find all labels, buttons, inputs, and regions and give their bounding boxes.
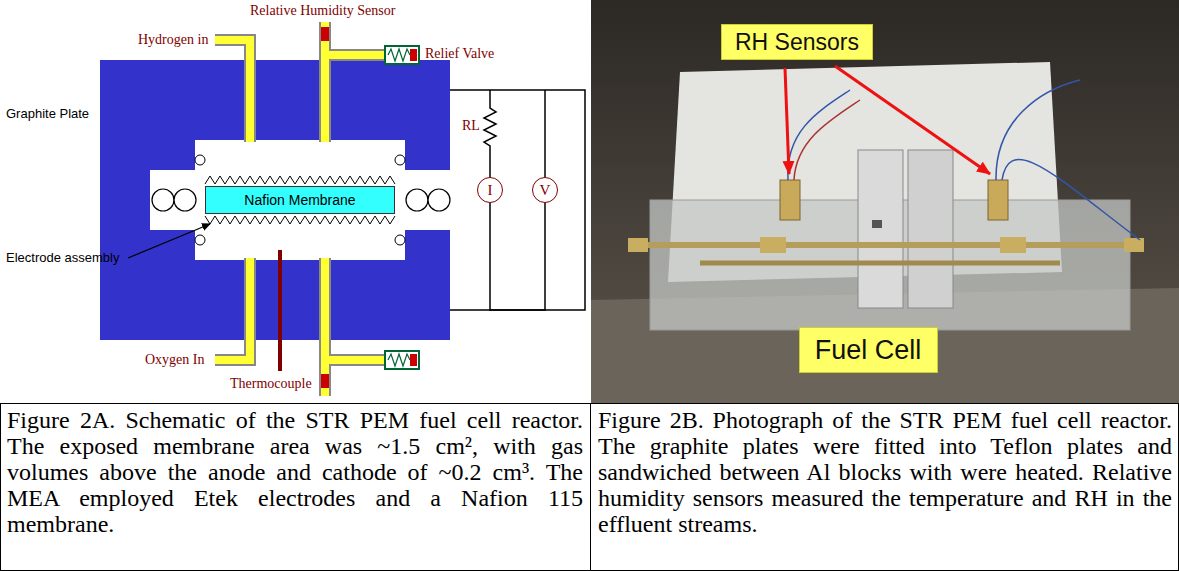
seal-ring — [195, 235, 205, 245]
tube-fitting — [628, 238, 648, 252]
gas-pipe — [215, 258, 250, 360]
gas-pipe — [325, 22, 385, 142]
seal-ring — [395, 155, 405, 165]
node-text: I — [488, 182, 493, 199]
o-ring — [406, 189, 428, 211]
part-label: Relative Humidity Sensor — [250, 3, 395, 19]
gas-pipe — [325, 258, 385, 396]
sensor-wire — [794, 100, 860, 180]
circuit-wire — [490, 203, 545, 310]
gas-pipe — [215, 258, 250, 360]
aluminium-block — [858, 150, 903, 308]
o-ring — [152, 189, 174, 211]
seal-ring — [395, 235, 405, 245]
valve-seat — [410, 354, 417, 366]
seal-ring — [195, 155, 205, 165]
part-label: Electrode assembly — [6, 250, 119, 265]
pointer-arrow — [835, 66, 990, 174]
brass-tube — [628, 242, 1142, 248]
tube-fitting — [760, 237, 786, 253]
table-border — [590, 404, 591, 571]
circuit-wire — [450, 90, 585, 310]
part-label: Relief Valve — [425, 46, 494, 62]
ammeter-circle: I — [477, 177, 503, 203]
part-label: Hydrogen in — [138, 32, 208, 48]
node-text: RH Sensors — [735, 29, 859, 56]
part-label: Oxygen In — [145, 352, 205, 368]
rh-sensor — [321, 27, 329, 41]
photo-background — [591, 0, 1179, 403]
figure-caption: Figure 2B. Photograph of the STR PEM fue… — [598, 407, 1172, 537]
gas-pipe — [215, 40, 250, 142]
o-ring — [174, 189, 196, 211]
gas-pipe — [215, 40, 250, 142]
node-text: V — [540, 182, 551, 199]
tube-fitting — [1000, 237, 1026, 253]
part-label: Graphite Plate — [6, 106, 89, 121]
circuit-wire — [544, 90, 546, 177]
valve-spring — [388, 49, 410, 61]
gas-cavity — [195, 140, 405, 186]
gas-pipe — [325, 22, 385, 142]
sensor-wire — [1002, 160, 1140, 240]
rh-sensor-photo — [988, 180, 1008, 220]
valve-seat — [410, 49, 417, 61]
rh-sensor-photo — [780, 180, 800, 220]
graphite-plate — [100, 170, 150, 230]
gas-pipe — [325, 258, 385, 396]
membrane-box: Nafion Membrane — [205, 186, 395, 214]
callout-box: RH Sensors — [721, 24, 873, 60]
relief-valve — [385, 46, 419, 64]
aluminium-block — [908, 150, 953, 308]
thermocouple-wire — [278, 250, 282, 371]
node-text: Fuel Cell — [815, 335, 922, 366]
table-border — [1, 404, 1179, 571]
electrode-layer — [205, 176, 395, 184]
callout-box: Fuel Cell — [799, 327, 938, 373]
voltmeter-circle: V — [532, 177, 558, 203]
o-ring — [428, 189, 450, 211]
brass-tube — [700, 261, 1060, 266]
leader-arrow — [128, 224, 210, 258]
figure-caption: Figure 2A. Schematic of the STR PEM fuel… — [7, 407, 583, 537]
tube-fitting — [1124, 238, 1144, 252]
node-text: Nafion Membrane — [244, 192, 355, 208]
part-label: Thermocouple — [230, 376, 312, 392]
sensor-wire — [788, 90, 850, 180]
relief-valve — [385, 351, 419, 369]
valve-spring — [388, 354, 410, 366]
rh-sensor — [321, 374, 329, 388]
gas-cavity — [195, 214, 405, 260]
block-hole — [872, 220, 882, 228]
electrode-layer — [205, 216, 395, 224]
pointer-arrow — [785, 68, 789, 174]
resistor-symbol — [484, 90, 496, 177]
component-label: RL — [462, 118, 480, 134]
